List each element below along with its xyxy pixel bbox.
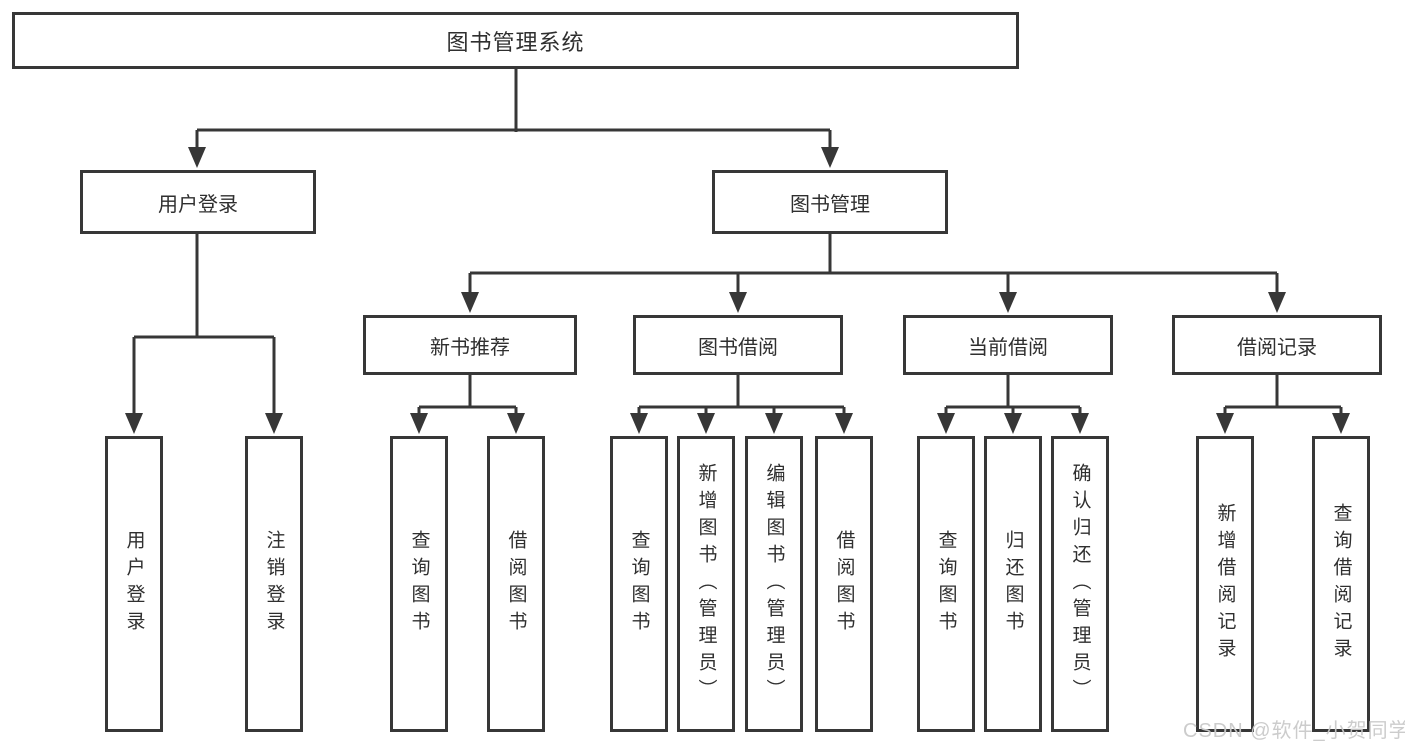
node-label: 借阅图书 [505, 530, 527, 638]
node-current-borrow: 当前借阅 [903, 315, 1113, 375]
node-label: 查询图书 [408, 530, 430, 638]
node-label: 新书推荐 [430, 336, 510, 359]
node-label: 用户登录 [123, 530, 145, 638]
node-leaf-borrow-book: 借阅图书 [815, 436, 873, 732]
node-leaf-confirm-return-admin: 确认归还（管理员） [1051, 436, 1109, 732]
node-label: 借阅图书 [833, 530, 855, 638]
node-leaf-borrow-book-recommend: 借阅图书 [487, 436, 545, 732]
node-label: 查询图书 [628, 530, 650, 638]
node-label: 编辑图书（管理员） [763, 462, 785, 706]
node-leaf-query-book-borrow: 查询图书 [610, 436, 668, 732]
node-leaf-query-borrow-record: 查询借阅记录 [1312, 436, 1370, 732]
node-leaf-logout: 注销登录 [245, 436, 303, 732]
node-leaf-add-borrow-record: 新增借阅记录 [1196, 436, 1254, 732]
node-library-management-system: 图书管理系统 [12, 12, 1019, 69]
node-label: 查询图书 [935, 530, 957, 638]
node-book-borrow: 图书借阅 [633, 315, 843, 375]
node-leaf-query-book-recommend: 查询图书 [390, 436, 448, 732]
node-leaf-return-book: 归还图书 [984, 436, 1042, 732]
node-label: 用户登录 [158, 193, 238, 216]
node-leaf-user-login: 用户登录 [105, 436, 163, 732]
node-label: 借阅记录 [1237, 336, 1317, 359]
csdn-watermark: CSDN @软件_小贺同学 [1183, 720, 1405, 742]
node-label: 图书管理系统 [446, 29, 585, 55]
node-book-management: 图书管理 [712, 170, 948, 234]
node-label: 新增借阅记录 [1214, 503, 1236, 665]
node-new-book-recommend: 新书推荐 [363, 315, 577, 375]
node-user-login: 用户登录 [80, 170, 316, 234]
node-leaf-query-book-current: 查询图书 [917, 436, 975, 732]
node-leaf-add-book-admin: 新增图书（管理员） [677, 436, 735, 732]
node-label: 图书借阅 [698, 336, 778, 359]
node-label: 当前借阅 [968, 336, 1048, 359]
node-leaf-edit-book-admin: 编辑图书（管理员） [745, 436, 803, 732]
node-label: 新增图书（管理员） [695, 462, 717, 706]
node-label: 注销登录 [263, 530, 285, 638]
node-label: 查询借阅记录 [1330, 503, 1352, 665]
node-label: 图书管理 [790, 193, 870, 216]
node-label: 归还图书 [1002, 530, 1024, 638]
node-label: 确认归还（管理员） [1069, 462, 1091, 706]
node-borrow-record: 借阅记录 [1172, 315, 1382, 375]
